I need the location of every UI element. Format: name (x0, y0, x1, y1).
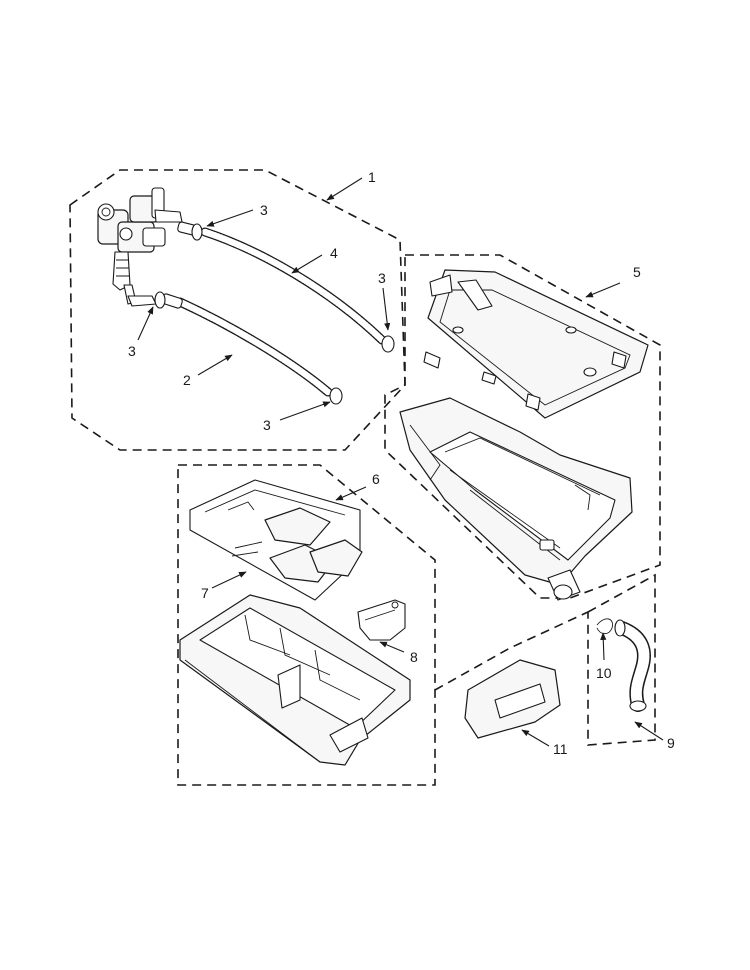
leader-1 (326, 177, 363, 201)
callout-11: 11 (553, 741, 568, 757)
callout-5: 5 (633, 264, 641, 280)
leader-3a (206, 209, 254, 227)
callout-8: 8 (410, 649, 418, 665)
leader-4 (291, 254, 323, 274)
leader-3b (382, 287, 391, 331)
elbow-hose (614, 619, 651, 712)
callout-3c: 3 (128, 343, 136, 359)
callout-7: 7 (201, 585, 209, 601)
housing-cover (423, 269, 649, 419)
callout-9: 9 (667, 735, 675, 751)
leader-11 (521, 729, 550, 747)
leader-2 (197, 354, 233, 376)
callout-10: 10 (596, 665, 612, 681)
callout-3a: 3 (260, 202, 268, 218)
hose-clamps (154, 223, 395, 405)
clip-10 (596, 618, 613, 635)
callout-2: 2 (183, 372, 191, 388)
callout-6: 6 (372, 471, 380, 487)
inlet-hose-4 (177, 221, 387, 345)
drawer-liner (189, 479, 363, 601)
leader-9 (634, 721, 664, 741)
group-divider-line (434, 611, 589, 691)
dispenser-drawer (179, 594, 411, 766)
drawer-bracket (357, 599, 406, 641)
callout-4: 4 (330, 245, 338, 261)
callout-3b: 3 (378, 270, 386, 286)
leader-8 (379, 641, 405, 653)
drawer-handle-grip (494, 683, 546, 719)
callout-3d: 3 (263, 417, 271, 433)
group-9-dashed-outline (587, 573, 656, 746)
inlet-hose-2 (161, 293, 333, 397)
dispenser-housing (399, 397, 633, 601)
group-6-dashed-outline (177, 464, 436, 786)
callout-1: 1 (368, 169, 376, 185)
leader-10 (600, 632, 607, 661)
leader-3c (137, 306, 154, 341)
leader-5 (585, 282, 621, 298)
leader-7 (211, 571, 247, 589)
group-5-dashed-outline (384, 254, 661, 599)
leader-3d (279, 401, 331, 421)
water-valve (97, 187, 183, 307)
leader-6 (335, 486, 367, 501)
